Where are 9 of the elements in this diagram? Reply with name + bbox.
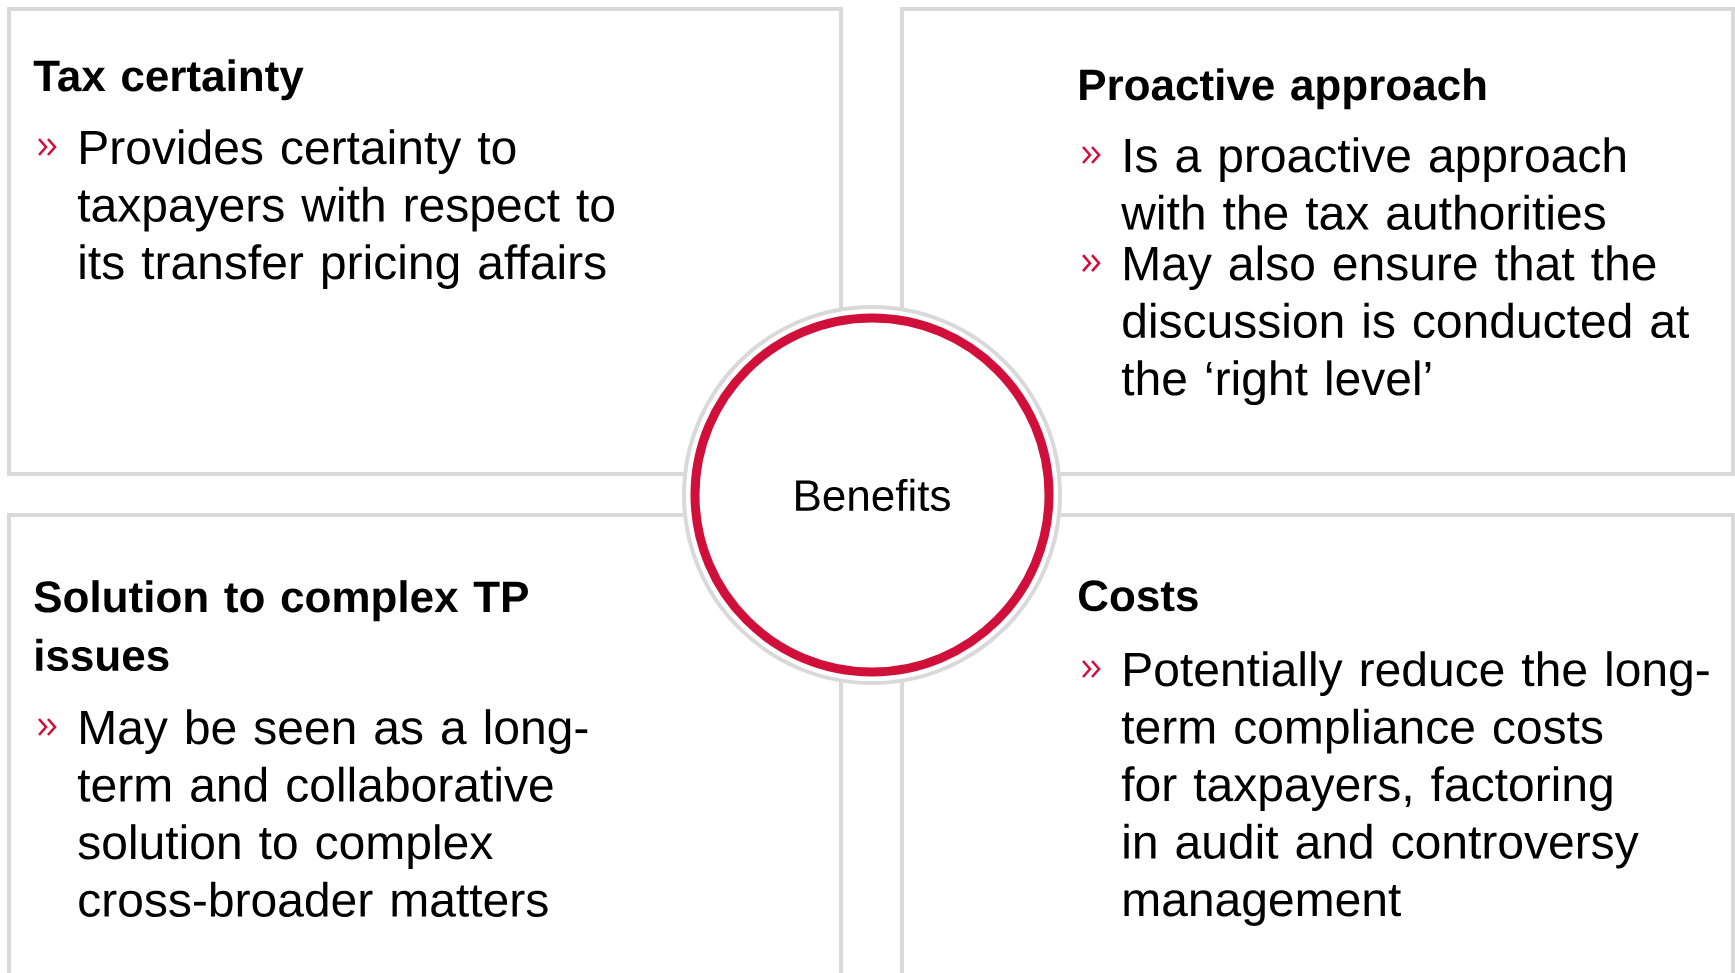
bullet-text: May be seen as a long-term and collaborative solution to complex cross-broader matters <box>77 709 588 917</box>
panel-heading: Costs <box>1079 580 1198 612</box>
panel-heading: Solution to complex TP issues <box>34 580 528 672</box>
panel-heading: Tax certainty <box>33 59 304 101</box>
bullet-text: Provides certainty to taxpayers with respect to its transfer pricing affairs <box>77 129 614 289</box>
bullet-text: May also ensure that the discussion is conducted at the ‘right level’ <box>1121 245 1689 406</box>
bullet-text: Potentially reduce the long-term compliance costs for taxpayers, factoring in audit and controversy management <box>1121 651 1709 926</box>
bullet-text: Is a proactive approach with the tax authorities <box>1121 137 1625 230</box>
panel-heading: Proactive approach <box>1080 68 1486 110</box>
